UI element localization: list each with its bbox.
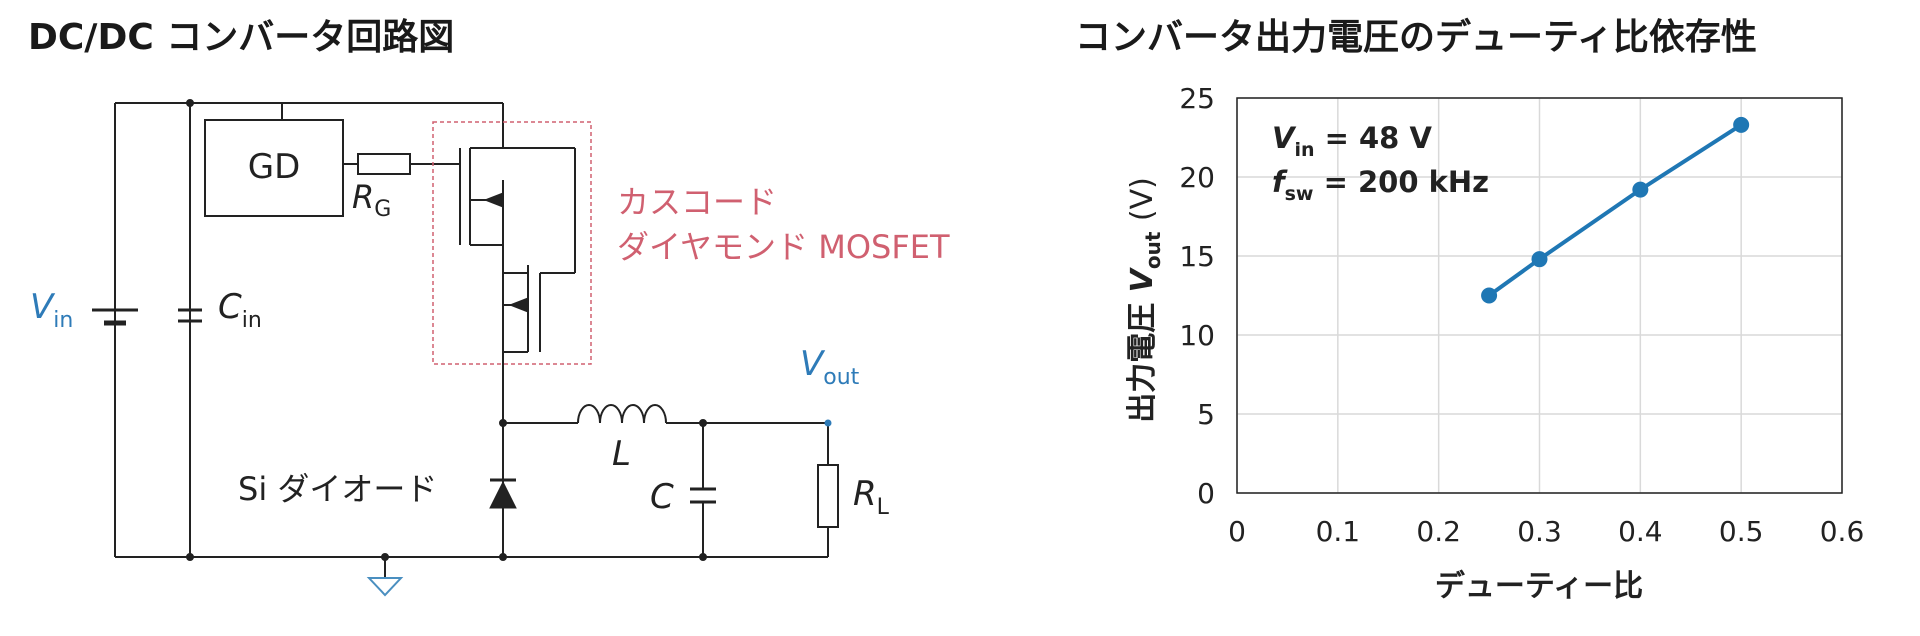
- gd-label: GD: [248, 147, 301, 187]
- y-tick-label: 15: [1179, 240, 1215, 273]
- data-point: [1632, 181, 1649, 198]
- junction-dot: [699, 419, 707, 427]
- plot-frame: [1236, 97, 1843, 494]
- junction-dot: [186, 553, 194, 561]
- y-tick-labels: 0 5 10 15 20 25: [1179, 82, 1215, 510]
- inductor-label: L: [612, 434, 631, 474]
- x-tick-label: 0.6: [1820, 515, 1865, 548]
- data-point: [1481, 287, 1498, 304]
- x-tick-label: 0: [1228, 515, 1246, 548]
- vout-label: Vout: [800, 344, 860, 390]
- lower-mosfet-arrow: [508, 297, 529, 313]
- circuit-diagram: GD RG Vin Cin カスコード ダイヤモンド MOSFET Vout L…: [30, 99, 950, 597]
- junction-dot: [381, 553, 389, 561]
- y-tick-label: 25: [1179, 82, 1215, 115]
- rl-label: RL: [853, 474, 890, 520]
- x-tick-labels: 0 0.1 0.2 0.3 0.4 0.5 0.6: [1228, 515, 1864, 548]
- junction-dot: [499, 553, 507, 561]
- vout-node-dot: [824, 419, 832, 427]
- x-tick-label: 0.2: [1416, 515, 1461, 548]
- x-tick-label: 0.4: [1618, 515, 1663, 548]
- junction-dot: [499, 419, 507, 427]
- vin-label: Vin: [30, 287, 73, 333]
- annotation-fsw: fsw = 200 kHz: [1272, 165, 1489, 205]
- mosfet-label-line2: ダイヤモンド MOSFET: [617, 228, 950, 266]
- rg-label: RG: [352, 178, 391, 222]
- data-point: [1531, 251, 1548, 268]
- output-cap-label: C: [650, 477, 674, 517]
- inductor: [577, 404, 667, 424]
- load-resistor: [817, 464, 839, 528]
- data-point: [1733, 116, 1750, 133]
- diode-label: Si ダイオード: [238, 470, 437, 508]
- mosfet-dashed-frame: [432, 121, 592, 365]
- x-axis-label: デューティー比: [1435, 569, 1643, 604]
- chart-grid: [1236, 97, 1843, 494]
- junction-dot: [699, 553, 707, 561]
- si-diode: [489, 480, 517, 509]
- y-tick-label: 10: [1179, 319, 1215, 352]
- series-line: [1487, 123, 1743, 298]
- x-tick-label: 0.5: [1719, 515, 1764, 548]
- gate-resistor: [357, 153, 411, 175]
- y-tick-label: 5: [1197, 398, 1215, 431]
- ground-symbol: [366, 577, 404, 597]
- junction-dot: [186, 99, 194, 107]
- cin-label: Cin: [218, 287, 262, 333]
- gate-driver-box: [204, 119, 344, 217]
- y-axis-label: 出力電圧 Vout (V): [1125, 177, 1165, 423]
- chart-title: コンバータ出力電圧のデューティ比依存性: [1075, 17, 1757, 58]
- duty-ratio-chart: 0 0.1 0.2 0.3 0.4 0.5 0.6 0 5 10 15 20 25 Vin = 48 …: [1125, 82, 1864, 604]
- y-tick-label: 20: [1179, 161, 1215, 194]
- y-tick-label: 0: [1197, 477, 1215, 510]
- mosfet-label-line1: カスコード: [617, 183, 777, 221]
- x-tick-label: 0.3: [1517, 515, 1562, 548]
- annotation-vin: Vin = 48 V: [1272, 121, 1432, 161]
- series-layer: [1481, 116, 1750, 304]
- x-tick-label: 0.1: [1316, 515, 1361, 548]
- upper-mosfet-arrow: [483, 192, 504, 208]
- circuit-title: DC/DC コンバータ回路図: [28, 17, 455, 58]
